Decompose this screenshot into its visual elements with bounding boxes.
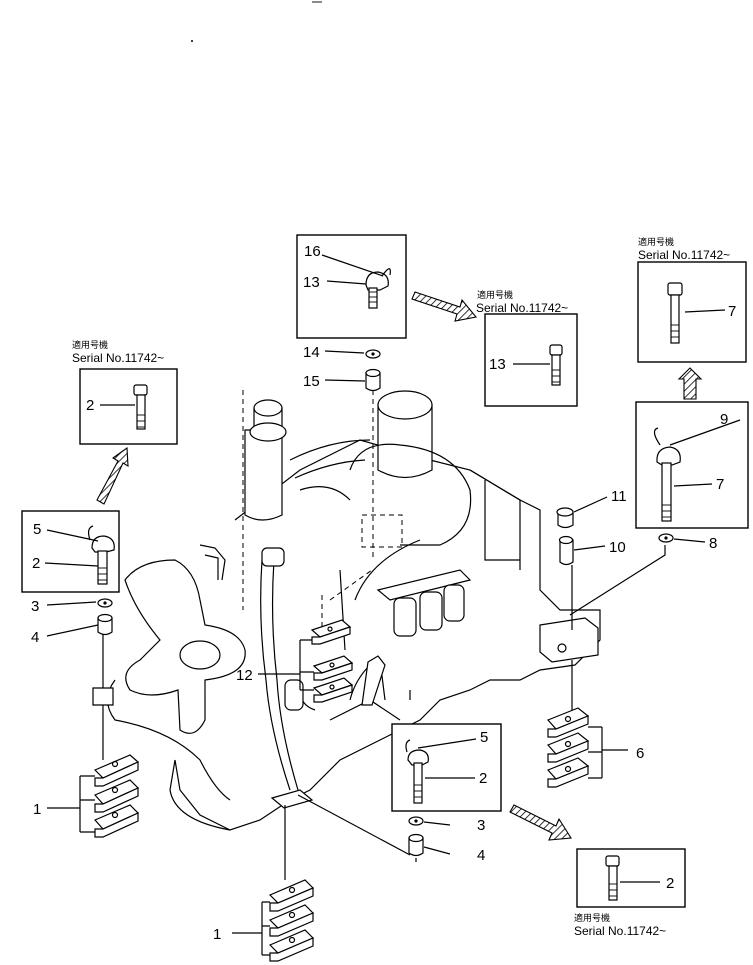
detail-box-left	[21, 510, 120, 593]
serial-label: Serial No.11742~	[476, 301, 568, 315]
bottom-mount-stack	[268, 789, 411, 962]
leader-lines	[46, 350, 706, 956]
part-number-1: 1	[213, 926, 221, 943]
part-number-2: 2	[32, 555, 40, 572]
part-number-11: 11	[611, 488, 627, 505]
left-mount-stack	[92, 630, 140, 838]
middle-pads	[310, 619, 354, 703]
scan-marks	[191, 1, 322, 42]
part-number-3: 3	[477, 817, 485, 834]
part-number-6: 6	[636, 745, 644, 762]
detail-box-serial-left	[79, 368, 178, 445]
detail-box-serial-far-right	[637, 261, 747, 363]
part-number-7: 7	[728, 303, 736, 320]
serial-label: Serial No.11742~	[574, 924, 666, 938]
part-number-5: 5	[480, 729, 488, 746]
arrow-up-right-icon	[677, 367, 703, 400]
detail-box-serial-bottom-right	[576, 848, 686, 908]
part-number-16: 16	[304, 243, 321, 260]
detail-box-bottom	[391, 723, 502, 812]
part-number-4: 4	[31, 629, 39, 646]
loose-parts	[97, 349, 674, 862]
part-number-5: 5	[33, 521, 41, 538]
part-number-14: 14	[303, 344, 320, 361]
part-number-4: 4	[477, 847, 485, 864]
arrow-right-top-icon	[411, 291, 478, 322]
part-number-labels: 16 13 14 15 13 7 9 7 11 10 8 2 5 2 3 4 1…	[31, 243, 736, 943]
serial-label: Serial No.11742~	[638, 248, 730, 262]
detail-box-right	[635, 401, 749, 529]
serial-label: Serial No.11742~	[72, 351, 164, 365]
part-number-15: 15	[303, 373, 320, 390]
arrow-right-bottom-icon	[509, 804, 572, 841]
applicable-label: 適用号機	[72, 339, 108, 351]
serial-labels: 適用号機 Serial No.11742~ 適用号機 Serial No.117…	[72, 236, 730, 938]
part-number-8: 8	[709, 535, 717, 552]
part-number-2: 2	[86, 397, 94, 414]
part-number-7: 7	[716, 476, 724, 493]
part-number-9: 9	[720, 411, 728, 428]
detail-box-top	[296, 234, 407, 339]
right-mount-stack	[546, 545, 666, 788]
applicable-label: 適用号機	[638, 236, 674, 248]
part-number-13: 13	[489, 356, 506, 373]
part-number-2: 2	[479, 770, 487, 787]
engine-body	[106, 390, 601, 831]
part-number-1: 1	[33, 801, 41, 818]
applicable-label: 適用号機	[477, 289, 513, 301]
arrow-up-left-icon	[96, 446, 129, 505]
part-number-12: 12	[236, 667, 253, 684]
part-number-2: 2	[666, 875, 674, 892]
part-number-10: 10	[609, 539, 626, 556]
transition-arrows	[96, 291, 703, 841]
part-number-13: 13	[303, 274, 320, 291]
detail-box-serial-top-right	[484, 313, 578, 407]
applicable-label: 適用号機	[574, 912, 610, 924]
part-number-3: 3	[31, 598, 39, 615]
